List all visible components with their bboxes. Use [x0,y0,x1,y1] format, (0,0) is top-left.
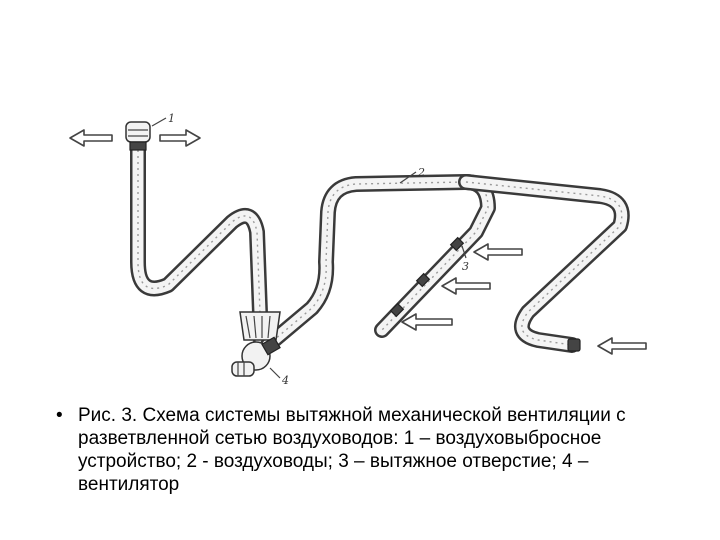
exhaust-opening [449,236,465,252]
exhaust-openings [389,236,465,318]
exhaust-device [125,121,151,151]
arrow-left-icon [473,243,523,261]
fan-unit [231,311,281,377]
arrow-left-icon [69,129,113,147]
flow-arrows [69,129,647,355]
arrow-left-icon [597,337,647,355]
duct-main-network [260,174,630,353]
exhaust-opening [415,272,431,288]
callout-1: 1 [168,112,175,125]
ventilation-diagram: 1 2 3 4 [69,112,647,387]
arrow-right-icon [159,129,201,147]
arrow-left-icon [441,277,491,295]
callout-4: 4 [281,374,289,387]
arrow-left-icon [401,313,453,331]
callout-3: 3 [462,260,469,273]
caption-bullet: • [56,405,63,426]
right-inlet-end [567,338,581,352]
exhaust-opening [389,302,405,318]
callout-2: 2 [417,166,425,179]
figure-caption: • Рис. 3. Схема системы вытяжной механич… [56,404,686,496]
caption-text: Рис. 3. Схема системы вытяжной механичес… [78,405,626,495]
callouts: 1 2 3 4 [151,112,469,387]
duct-left-network [130,142,269,348]
